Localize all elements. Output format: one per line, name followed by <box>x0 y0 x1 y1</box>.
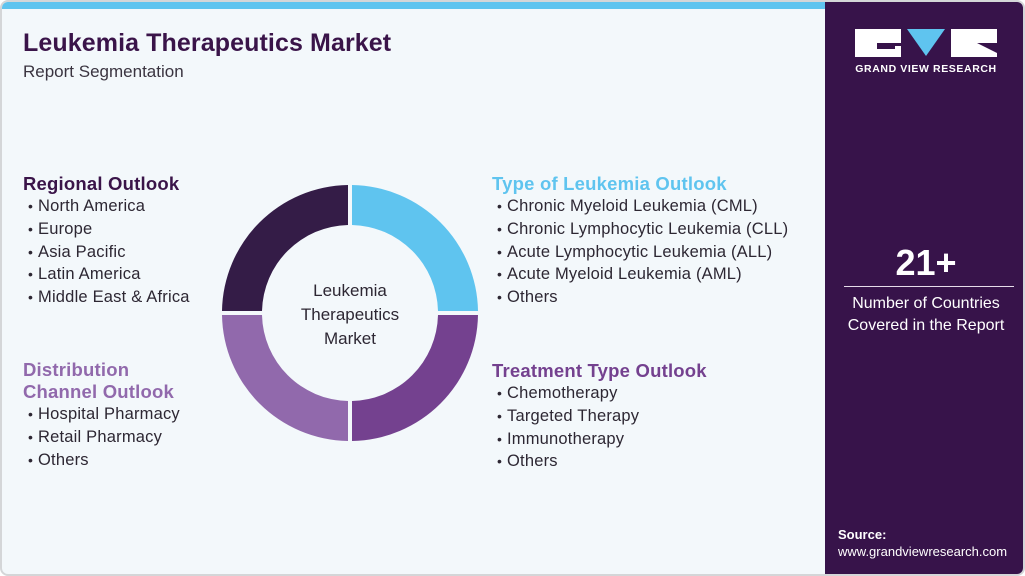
source-url-link[interactable]: www.grandviewresearch.com <box>838 544 1008 559</box>
grand-view-research-logo-icon <box>855 29 997 57</box>
list-item: •North America <box>23 195 190 218</box>
section-heading: Treatment Type Outlook <box>492 360 707 381</box>
donut-segment-regional <box>222 185 348 311</box>
bullet-icon: • <box>27 266 34 283</box>
section-heading: Regional Outlook <box>23 173 180 194</box>
list-item: •Acute Lymphocytic Leukemia (ALL) <box>492 241 788 264</box>
treatment-list: •Chemotherapy •Targeted Therapy •Immunot… <box>492 382 707 473</box>
brand-name: GRAND VIEW RESEARCH <box>855 63 997 75</box>
distribution-channel-section: Distribution Channel Outlook •Hospital P… <box>23 359 180 471</box>
bullet-icon: • <box>27 406 34 422</box>
bullet-icon: • <box>27 243 34 260</box>
list-item: •Chemotherapy <box>492 382 707 405</box>
donut-segment-type <box>352 185 478 311</box>
list-item: •Europe <box>23 218 190 241</box>
list-item: •Others <box>23 449 180 472</box>
bullet-icon: • <box>27 198 34 214</box>
regional-outlook-section: Regional Outlook •North America •Europe … <box>23 173 190 309</box>
distribution-list: •Hospital Pharmacy •Retail Pharmacy •Oth… <box>23 403 180 471</box>
bullet-icon: • <box>496 266 503 283</box>
regional-list: •North America •Europe •Asia Pacific •La… <box>23 195 190 309</box>
bullet-icon: • <box>496 243 503 260</box>
stat-divider <box>844 286 1014 287</box>
bullet-icon: • <box>496 220 503 237</box>
main-panel: Leukemia Therapeutics Market Report Segm… <box>2 2 825 574</box>
section-heading: Distribution Channel Outlook <box>23 359 174 402</box>
bullet-icon: • <box>496 407 503 424</box>
list-item: •Retail Pharmacy <box>23 426 180 449</box>
bullet-icon: • <box>496 453 503 470</box>
source-label: Source: <box>838 527 887 542</box>
page-subtitle: Report Segmentation <box>23 62 184 81</box>
list-item: •Chronic Myeloid Leukemia (CML) <box>492 195 788 218</box>
donut-segment-treatment <box>352 315 478 441</box>
bullet-icon: • <box>27 220 34 237</box>
list-item: •Others <box>492 286 788 309</box>
bullet-icon: • <box>496 430 503 447</box>
bullet-icon: • <box>27 451 34 468</box>
donut-segment-distribution <box>222 315 348 441</box>
page-title: Leukemia Therapeutics Market <box>23 29 392 57</box>
list-item: •Hospital Pharmacy <box>23 403 180 426</box>
bullet-icon: • <box>496 385 503 401</box>
countries-stat-value: 21+ <box>895 242 957 283</box>
countries-stat-description: Number of Countries Covered in the Repor… <box>847 295 1005 334</box>
list-item: •Targeted Therapy <box>492 405 707 428</box>
type-list: •Chronic Myeloid Leukemia (CML) •Chronic… <box>492 195 788 309</box>
list-item: •Immunotherapy <box>492 428 707 451</box>
bullet-icon: • <box>496 289 503 306</box>
list-item: •Latin America <box>23 263 190 286</box>
segmentation-donut-chart <box>222 185 478 441</box>
bullet-icon: • <box>27 428 34 445</box>
brand-sidebar: GRAND VIEW RESEARCH 21+ Number of Countr… <box>825 2 1023 574</box>
list-item: •Middle East & Africa <box>23 286 190 309</box>
section-heading: Type of Leukemia Outlook <box>492 173 727 194</box>
bullet-icon: • <box>27 289 34 306</box>
list-item: •Chronic Lymphocytic Leukemia (CLL) <box>492 218 788 241</box>
list-item: •Asia Pacific <box>23 241 190 264</box>
bullet-icon: • <box>496 198 503 214</box>
treatment-type-section: Treatment Type Outlook •Chemotherapy •Ta… <box>492 360 707 473</box>
type-of-leukemia-section: Type of Leukemia Outlook •Chronic Myeloi… <box>492 173 788 309</box>
list-item: •Others <box>492 450 707 473</box>
list-item: •Acute Myeloid Leukemia (AML) <box>492 263 788 286</box>
donut-center-label: Leukemia Therapeutics Market <box>300 281 400 348</box>
top-accent-bar <box>2 2 825 9</box>
